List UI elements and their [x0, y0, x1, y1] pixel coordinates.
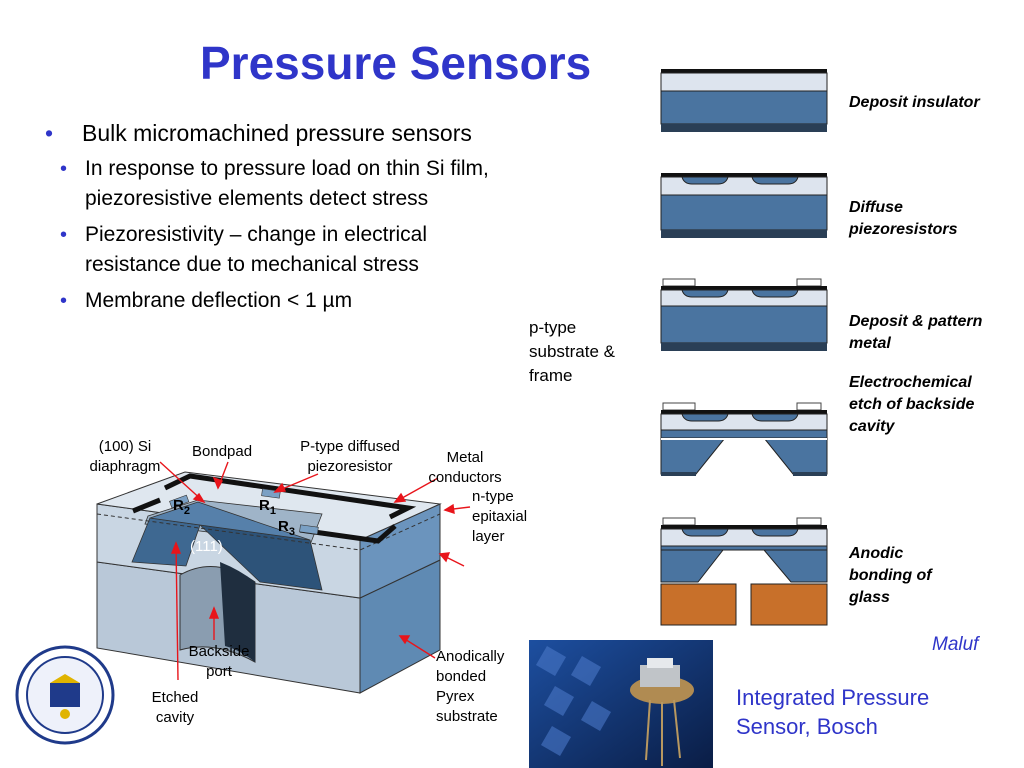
label-diaphragm: (100) Si diaphragm — [89, 438, 161, 475]
bullet-dot: • — [60, 290, 68, 312]
label-piezoresistor: P-type diffused piezoresistor — [300, 438, 400, 475]
bullet-sub-text: In response to pressure load on thin Si … — [85, 157, 489, 210]
step-label-deposit-insulator: Deposit insulator — [849, 94, 980, 111]
page-title: Pressure Sensors — [200, 37, 592, 89]
label-pyrex-substrate: Anodically bonded Pyrex substrate — [436, 648, 505, 725]
label-backside-port: Backside port — [188, 643, 250, 680]
bullet-list: • Bulk micromachined pressure sensors • … — [40, 118, 510, 316]
step-label-diffuse-piezoresistors: Diffuse piezoresistors — [849, 199, 958, 238]
sensor-3d-drawing — [96, 471, 442, 694]
label-epitaxial-layer: n-type epitaxial layer — [472, 488, 528, 545]
step-label-electrochemical-etch: Electrochemical etch of backside cavity — [849, 374, 975, 435]
bullet-dot: • — [45, 120, 54, 146]
bullet-sub-text: Piezoresistivity – change in electrical … — [85, 223, 427, 276]
process-step-3-drawing — [660, 278, 828, 351]
label-r1: R1 — [259, 497, 276, 517]
bullet-main-text: Bulk micromachined pressure sensors — [82, 120, 472, 146]
process-step-4-drawing — [660, 402, 828, 476]
bullet-main: • Bulk micromachined pressure sensors — [40, 118, 510, 148]
diagram-leader-arrows — [159, 461, 471, 681]
step-label-deposit-metal: Deposit & pattern metal — [849, 313, 983, 352]
label-bondpad: Bondpad — [192, 443, 253, 460]
photo-caption: Integrated Pressure Sensor, Bosch — [736, 685, 930, 739]
bullet-sub: • Piezoresistivity – change in electrica… — [40, 220, 510, 280]
label-r2: R2 — [173, 497, 190, 517]
process-step-2-drawing — [660, 173, 828, 238]
substrate-label: p-type substrate & frame — [529, 318, 615, 385]
bullet-dot: • — [60, 158, 68, 180]
credit-text: Maluf — [932, 634, 979, 655]
label-etched-cavity: Etched cavity — [151, 689, 199, 726]
label-r3: R3 — [278, 518, 295, 538]
process-step-1-drawing — [660, 69, 828, 132]
bullet-sub: • Membrane deflection < 1 µm — [40, 286, 510, 316]
bullet-sub: • In response to pressure load on thin S… — [40, 154, 510, 214]
bullet-dot: • — [60, 224, 68, 246]
label-111-plane: (111) — [190, 538, 223, 555]
label-metal-conductors: Metal conductors — [428, 449, 502, 486]
process-step-5-drawing — [660, 517, 828, 626]
step-label-anodic-bonding: Anodic bonding of glass — [849, 545, 932, 606]
bullet-sub-text: Membrane deflection < 1 µm — [85, 289, 353, 312]
